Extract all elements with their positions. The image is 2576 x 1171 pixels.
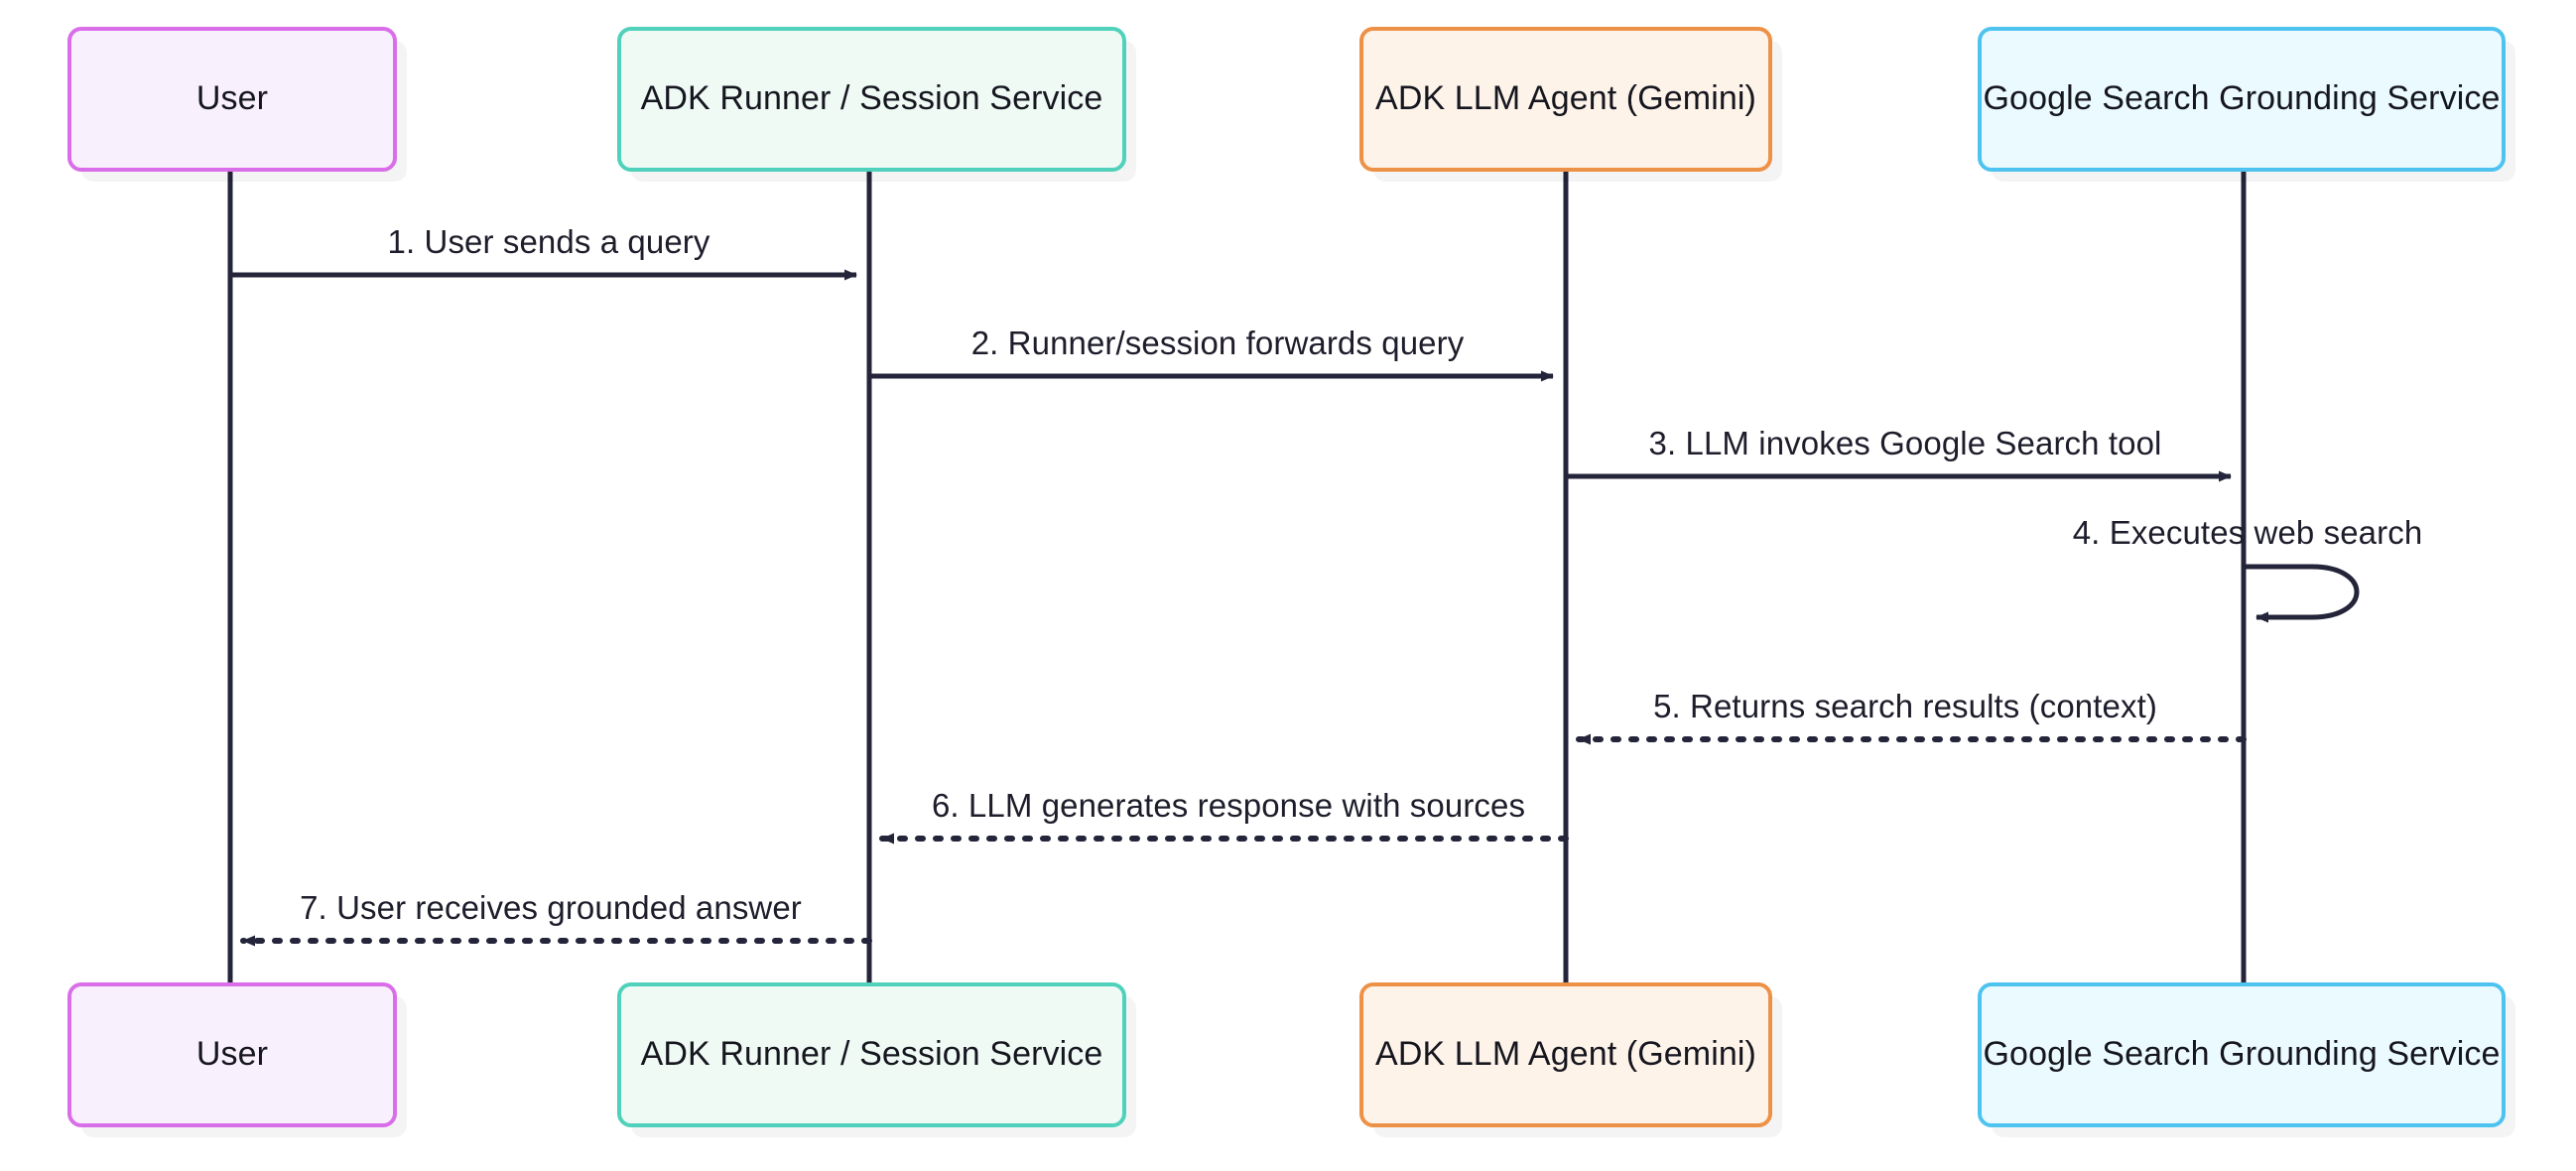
message-label-4: 4. Executes web search <box>2072 514 2423 551</box>
participant-label-google-search-top: Google Search Grounding Service <box>1983 79 2501 118</box>
lifelines <box>227 171 2247 984</box>
message-label-1: 1. User sends a query <box>387 223 710 260</box>
message-label-3: 3. LLM invokes Google Search tool <box>1648 425 2162 461</box>
participant-label-adk-llm-agent-bottom: ADK LLM Agent (Gemini) <box>1375 1035 1756 1074</box>
message-label-6: 6. LLM generates response with sources <box>931 787 1526 824</box>
participant-box-google-search-bottom[interactable]: Google Search Grounding Service <box>1978 982 2506 1127</box>
message-label-5: 5. Returns search results (context) <box>1653 688 2157 724</box>
participant-box-adk-runner-top[interactable]: ADK Runner / Session Service <box>617 27 1126 172</box>
participant-label-adk-runner-top: ADK Runner / Session Service <box>640 79 1103 118</box>
message-label-7: 7. User receives grounded answer <box>300 889 802 926</box>
participant-box-user-bottom[interactable]: User <box>67 982 397 1127</box>
participant-label-google-search-bottom: Google Search Grounding Service <box>1983 1035 2501 1074</box>
message-arrow-4-selfloop <box>2244 564 2360 623</box>
participant-label-user-bottom: User <box>195 1035 269 1074</box>
participant-box-google-search-top[interactable]: Google Search Grounding Service <box>1978 27 2506 172</box>
participant-label-adk-runner-bottom: ADK Runner / Session Service <box>640 1035 1103 1074</box>
participant-box-adk-llm-agent-bottom[interactable]: ADK LLM Agent (Gemini) <box>1359 982 1772 1127</box>
message-label-2: 2. Runner/session forwards query <box>970 325 1465 361</box>
participant-label-user-top: User <box>195 79 269 118</box>
participant-box-adk-runner-bottom[interactable]: ADK Runner / Session Service <box>617 982 1126 1127</box>
participant-box-adk-llm-agent-top[interactable]: ADK LLM Agent (Gemini) <box>1359 27 1772 172</box>
participant-box-user-top[interactable]: User <box>67 27 397 172</box>
participant-label-adk-llm-agent-top: ADK LLM Agent (Gemini) <box>1375 79 1756 118</box>
